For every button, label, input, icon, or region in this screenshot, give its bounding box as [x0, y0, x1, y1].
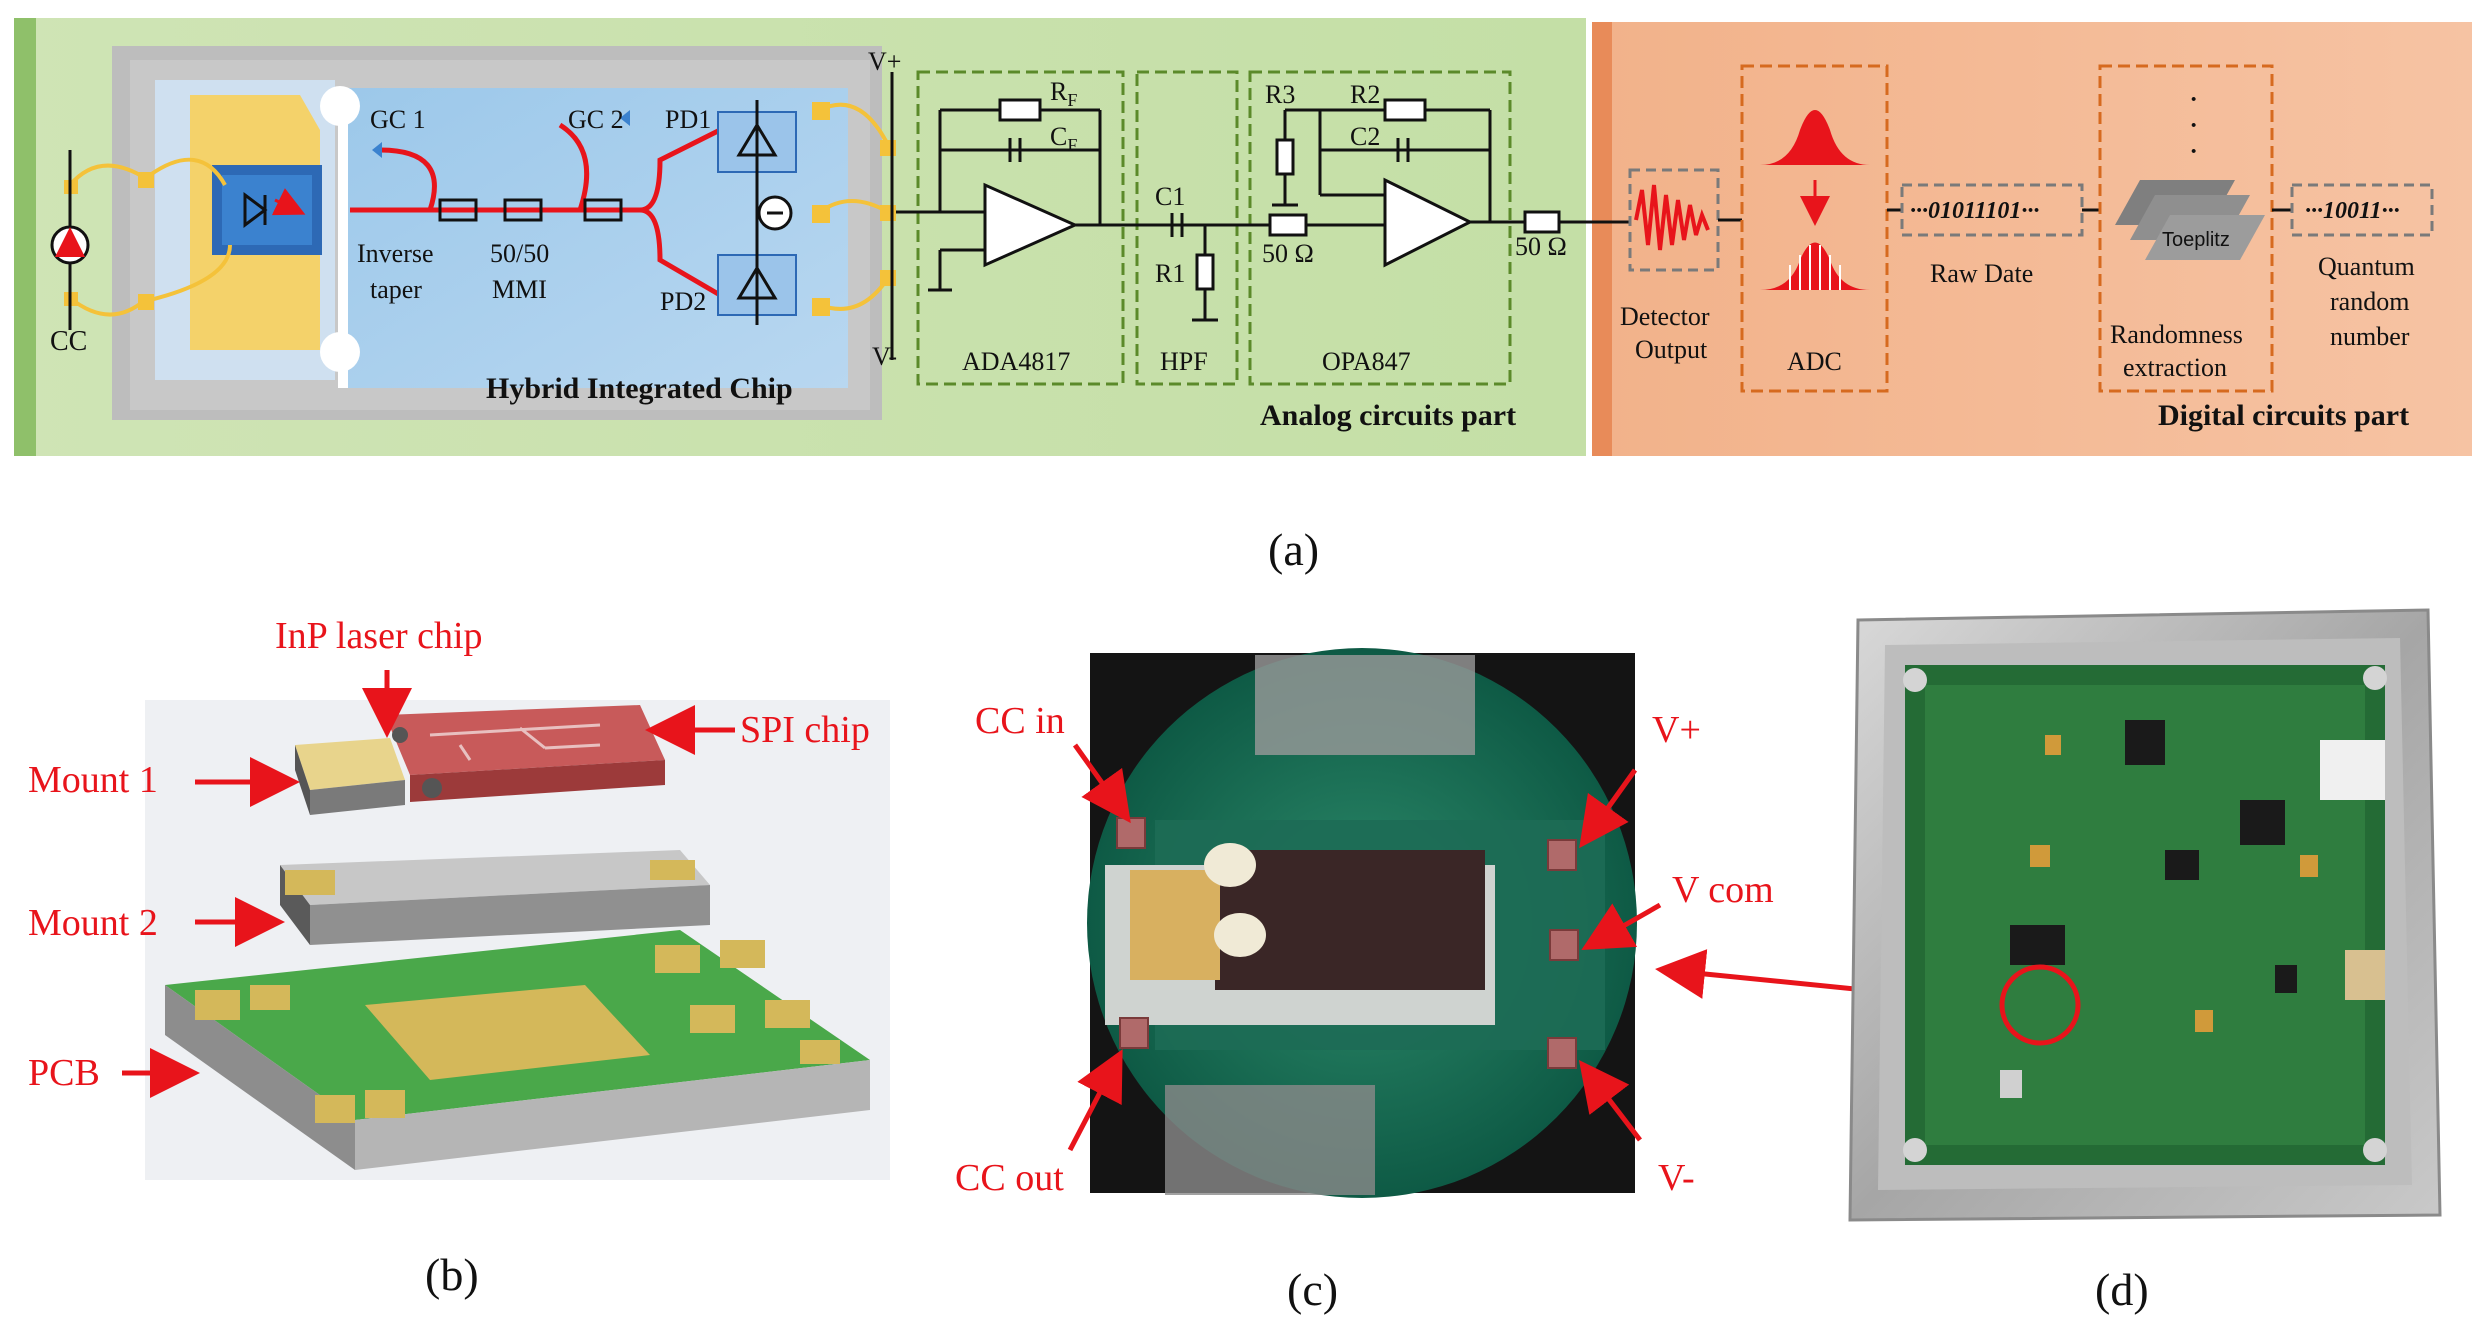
label-vminus: V- — [872, 342, 897, 371]
label-toeplitz: Toeplitz — [2162, 229, 2230, 251]
caption-b: (b) — [425, 1249, 479, 1300]
label-mmi-top: 50/50 — [490, 239, 549, 268]
panel-d: (d) — [1848, 608, 2442, 1315]
mount2-layer — [280, 850, 710, 945]
discrete-histogram — [1760, 242, 1870, 290]
label-r1: R1 — [1155, 259, 1185, 288]
label-pd1: PD1 — [665, 105, 711, 134]
noise-waveform — [1634, 184, 1710, 251]
pad-vminus — [1547, 1037, 1577, 1069]
pcb-layer — [165, 930, 870, 1170]
label-mmi-bottom: MMI — [492, 275, 547, 304]
label-hpf: HPF — [1160, 347, 1208, 376]
label-r3: R3 — [1265, 80, 1295, 109]
label-res50b: 50 Ω — [1515, 232, 1567, 261]
label-raw-bits: ···01011101··· — [1910, 198, 2039, 224]
raw-bits-box — [1900, 183, 2084, 237]
label-opa847: OPA847 — [1322, 347, 1411, 376]
hybrid-chip — [50, 46, 896, 420]
adc-box — [1740, 64, 1889, 393]
label-ada4817: ADA4817 — [962, 347, 1070, 376]
caption-a: (a) — [1268, 524, 1319, 575]
label-res50a: 50 Ω — [1262, 239, 1314, 268]
label-c-vplus: V+ — [1652, 709, 1701, 751]
label-adc: ADC — [1787, 347, 1842, 376]
label-r2: R2 — [1350, 80, 1380, 109]
dot-1: · — [2188, 81, 2199, 118]
label-pd2: PD2 — [660, 287, 706, 316]
label-c2: C2 — [1350, 122, 1380, 151]
analog-title: Analog circuits part — [1260, 399, 1516, 432]
hpf-box — [1135, 70, 1239, 386]
analog-schematic — [890, 72, 1630, 360]
label-vplus: V+ — [868, 47, 901, 76]
pad-cc-in — [1116, 817, 1146, 849]
quantum-bits-box — [2290, 183, 2434, 237]
label-spi-chip: SPI chip — [740, 709, 870, 751]
mount1-spi-layer — [295, 705, 665, 815]
label-output: Output — [1635, 335, 1708, 364]
label-randomness: Randomness — [2110, 320, 2243, 349]
label-random: random — [2330, 287, 2409, 316]
digital-title: Digital circuits part — [2158, 399, 2409, 432]
label-quantum: Quantum — [2318, 252, 2415, 281]
label-inverse: Inverse — [357, 239, 434, 268]
caption-d: (d) — [2095, 1264, 2149, 1315]
label-quantum-bits: ···10011··· — [2305, 198, 2400, 224]
label-extraction: extraction — [2123, 353, 2227, 382]
label-inp-laser: InP laser chip — [275, 615, 483, 657]
label-c-vcom: V com — [1672, 869, 1774, 911]
label-gc1: GC 1 — [370, 105, 426, 134]
label-taper: taper — [370, 275, 422, 304]
panel-a: CC GC 1 GC 2 Inverse taper 50/50 MMI PD1… — [14, 18, 2472, 575]
waveguide — [350, 122, 722, 298]
highlight-circle — [1999, 964, 2081, 1046]
label-detector: Detector — [1620, 302, 1710, 331]
label-cf: CF — [1050, 122, 1077, 155]
label-pcb: PCB — [28, 1052, 100, 1094]
panel-c: CC in CC out V+ V com V- (c) — [955, 648, 1774, 1315]
caption-c: (c) — [1287, 1264, 1338, 1315]
label-cc-out: CC out — [955, 1157, 1064, 1199]
opa847-box — [1248, 70, 1512, 386]
extraction-box — [2098, 64, 2274, 393]
label-c1: C1 — [1155, 182, 1185, 211]
digital-schematic — [1628, 64, 2434, 393]
dot-2: · — [2188, 107, 2199, 144]
label-cc: CC — [50, 326, 87, 357]
dot-3: · — [2188, 133, 2199, 170]
label-c-vminus: V- — [1658, 1157, 1695, 1199]
label-mount2: Mount 2 — [28, 902, 158, 944]
digital-background — [1592, 22, 2472, 456]
panel-b: InP laser chip SPI chip Mount 1 Mount 2 … — [28, 615, 890, 1300]
chip-title: Hybrid Integrated Chip — [486, 372, 793, 405]
ada4817-box — [916, 70, 1125, 386]
pad-vcom — [1549, 929, 1579, 961]
label-mount1: Mount 1 — [28, 759, 158, 801]
pad-vplus — [1547, 839, 1577, 871]
gaussian-curve — [1760, 110, 1870, 165]
pad-cc-out — [1119, 1017, 1149, 1049]
label-raw-date: Raw Date — [1930, 259, 2033, 288]
label-cc-in: CC in — [975, 700, 1065, 742]
label-rf: RF — [1050, 77, 1077, 110]
label-number: number — [2330, 322, 2410, 351]
label-gc2: GC 2 — [568, 105, 624, 134]
